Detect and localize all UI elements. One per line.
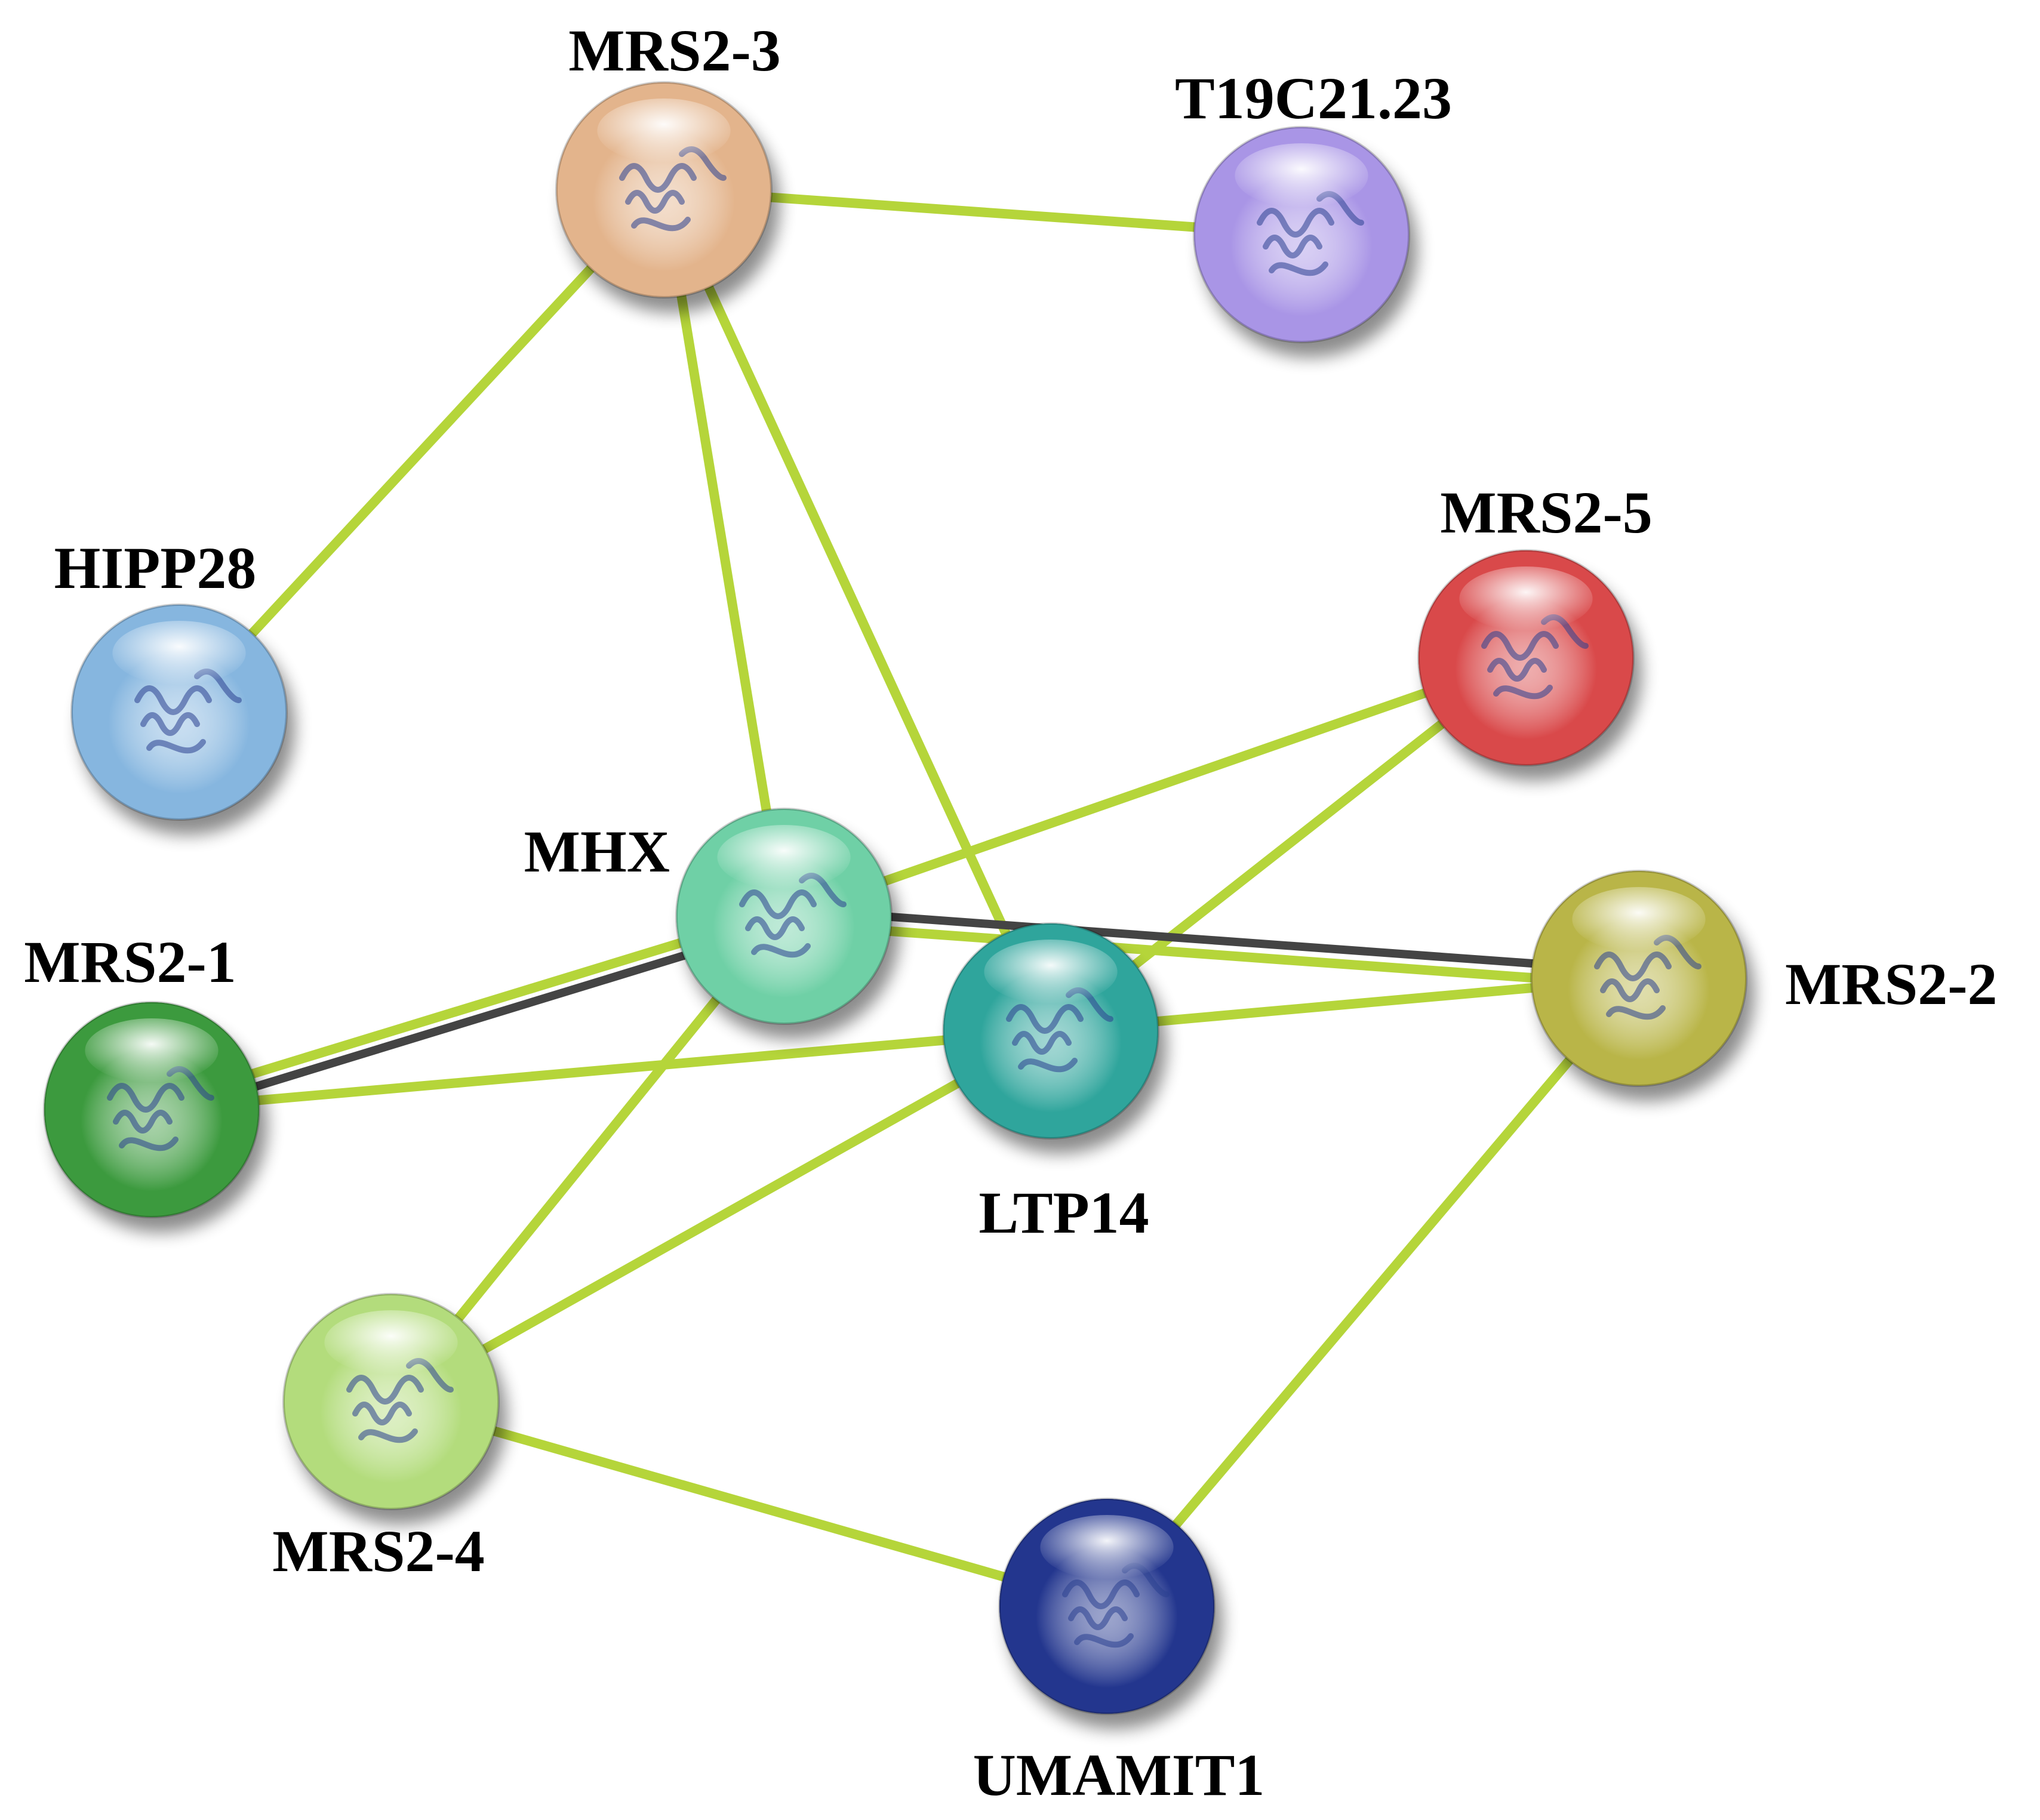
node-highlight: [324, 1310, 458, 1375]
node-mrs2-2[interactable]: [1530, 870, 1755, 1101]
protein-structure-icon: [107, 1066, 214, 1151]
protein-structure-icon: [1594, 935, 1701, 1020]
nodes-layer: [43, 81, 1755, 1729]
node-t19c21-23[interactable]: [1193, 126, 1417, 358]
edge-mhx-mrs2-2-coexpression[interactable]: [784, 905, 1640, 976]
node-highlight: [984, 940, 1118, 1004]
edge-mrs2-5-mhx-textmining[interactable]: [782, 653, 1528, 921]
node-highlight: [597, 98, 731, 163]
node-mrs2-3[interactable]: [555, 81, 780, 313]
node-label-t19c21-23: T19C21.23: [1175, 65, 1452, 131]
protein-structure-icon: [739, 873, 847, 958]
edge-mrs2-4-umamit1-textmining[interactable]: [389, 1397, 1109, 1611]
node-highlight: [1572, 887, 1706, 951]
node-ltp14[interactable]: [942, 922, 1167, 1154]
edge-mhx-mrs2-1-textmining[interactable]: [149, 907, 784, 1110]
protein-structure-icon: [1481, 614, 1589, 700]
node-highlight: [1040, 1515, 1174, 1579]
node-highlight: [717, 825, 851, 889]
node-highlight: [1459, 566, 1593, 631]
node-umamit1[interactable]: [998, 1498, 1223, 1729]
node-label-mrs2-1: MRS2-1: [24, 929, 236, 995]
edge-mhx-mrs2-2-textmining[interactable]: [783, 918, 1639, 990]
node-hipp28[interactable]: [70, 603, 295, 835]
node-label-mhx: MHX: [524, 818, 670, 885]
protein-structure-icon: [619, 146, 727, 232]
protein-structure-icon: [346, 1358, 454, 1443]
edge-mrs2-3-hipp28-textmining[interactable]: [176, 186, 667, 716]
edge-ltp14-mrs2-1-textmining[interactable]: [151, 1026, 1051, 1114]
node-label-mrs2-5: MRS2-5: [1440, 479, 1653, 546]
node-mrs2-5[interactable]: [1417, 549, 1642, 781]
node-label-hipp28: HIPP28: [54, 535, 257, 601]
node-mrs2-4[interactable]: [282, 1293, 507, 1525]
node-label-mrs2-3: MRS2-3: [568, 17, 781, 84]
edge-mrs2-2-umamit1-textmining[interactable]: [1103, 975, 1643, 1610]
protein-structure-icon: [134, 669, 242, 754]
node-mrs2-1[interactable]: [43, 1001, 267, 1233]
node-highlight: [1235, 143, 1368, 208]
edge-mrs2-3-ltp14-textmining[interactable]: [659, 187, 1056, 1033]
protein-structure-icon: [1257, 191, 1364, 276]
node-label-mrs2-2: MRS2-2: [1785, 951, 1998, 1017]
node-highlight: [85, 1018, 219, 1083]
edge-ltp14-mrs2-4-textmining[interactable]: [389, 1027, 1053, 1406]
node-mhx[interactable]: [675, 808, 900, 1039]
protein-structure-icon: [1006, 987, 1113, 1073]
node-highlight: [112, 621, 246, 685]
node-label-mrs2-4: MRS2-4: [272, 1518, 485, 1584]
node-label-ltp14: LTP14: [979, 1180, 1149, 1246]
protein-structure-icon: [1062, 1563, 1170, 1648]
node-label-umamit1: UMAMIT1: [973, 1742, 1265, 1808]
